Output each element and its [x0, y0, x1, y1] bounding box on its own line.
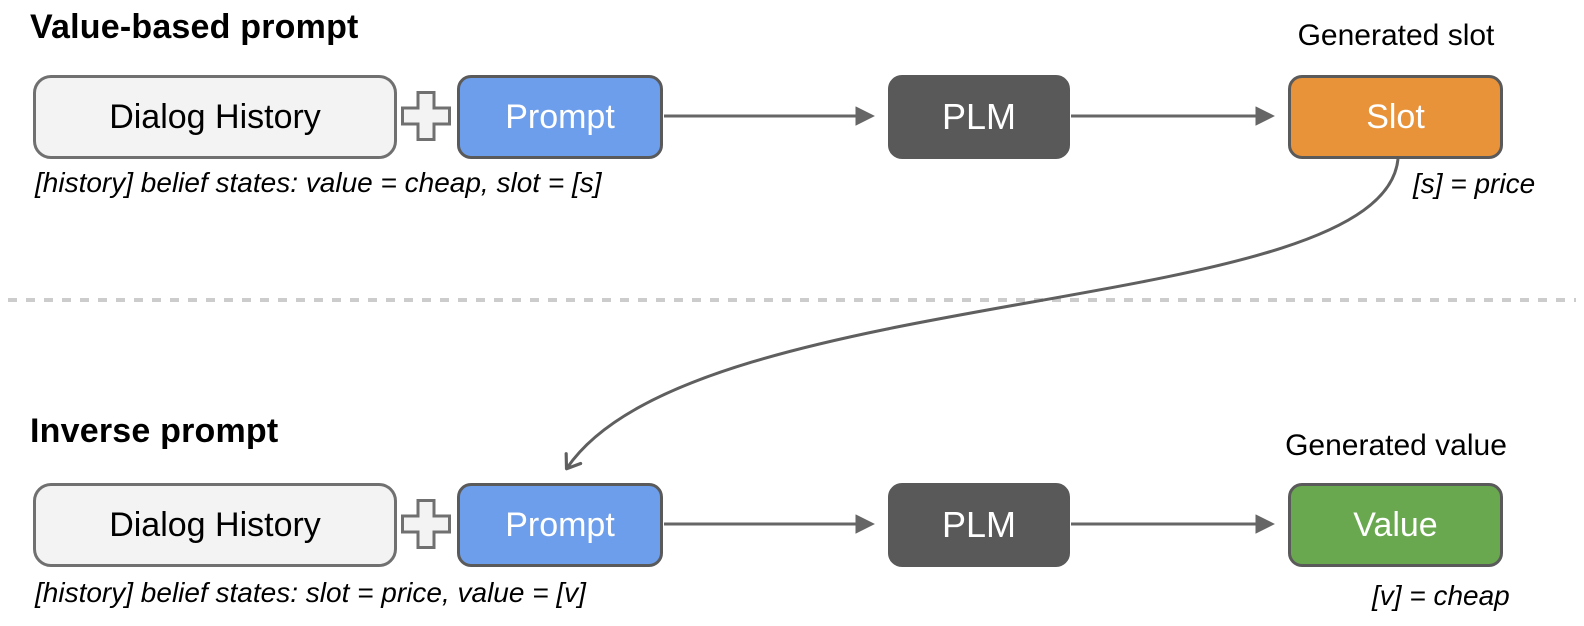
section-title-value-based: Value-based prompt [30, 8, 359, 46]
plm-box-bottom: PLM [888, 483, 1070, 567]
prompt-label-bottom: Prompt [505, 505, 615, 544]
plus-icon [401, 499, 451, 549]
slot-label: Slot [1366, 97, 1425, 136]
arrow-slot-to-inverse-prompt [564, 158, 1400, 471]
dialog-history-box-top: Dialog History [33, 75, 397, 159]
plm-label-top: PLM [941, 96, 1017, 137]
prompt-label-top: Prompt [505, 97, 615, 136]
plm-label-bottom: PLM [941, 504, 1017, 545]
slot-box: Slot [1288, 75, 1503, 159]
plm-box-top: PLM [888, 75, 1070, 159]
section-title-inverse: Inverse prompt [30, 412, 279, 450]
plus-icon [401, 91, 451, 141]
prompt-box-top: Prompt [457, 75, 663, 159]
prompt-caption-bottom: [history] belief states: slot = price, v… [35, 577, 586, 608]
prompt-caption-top: [history] belief states: value = cheap, … [35, 167, 602, 198]
generated-slot-label: Generated slot [1297, 19, 1495, 52]
output-caption-bottom: [v] = cheap [1372, 580, 1510, 611]
dialog-history-box-bottom: Dialog History [33, 483, 397, 567]
generated-value-label: Generated value [1285, 429, 1507, 462]
value-label: Value [1353, 505, 1438, 544]
output-caption-top: [s] = price [1413, 168, 1536, 199]
prompt-box-bottom: Prompt [457, 483, 663, 567]
dialog-history-label-bottom: Dialog History [109, 505, 321, 544]
value-box: Value [1288, 483, 1503, 567]
dialog-history-label-top: Dialog History [109, 97, 321, 136]
